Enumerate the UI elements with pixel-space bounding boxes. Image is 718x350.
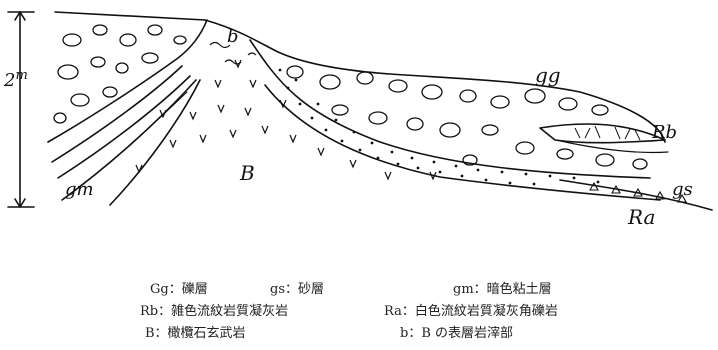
gravel-clasts <box>53 24 648 170</box>
ra-boundary-line <box>559 179 713 211</box>
basalt-v-marks <box>135 59 437 181</box>
scale-label: 2m <box>3 68 28 91</box>
rb-tuff-lens <box>539 123 666 144</box>
scale-bar <box>7 11 35 208</box>
scoria-squiggles <box>209 41 257 65</box>
label-gs: gs <box>672 179 693 200</box>
label-Ra: Ra <box>627 205 655 229</box>
label-B: B <box>239 161 255 185</box>
legend-b-scoria: b：B の表層岩滓部 <box>400 326 514 341</box>
legend-ra: Ra：白色流紋岩質凝灰角礫岩 <box>384 304 558 319</box>
ra-breccia-triangles <box>589 181 687 203</box>
label-Rb: Rb <box>651 122 677 143</box>
sand-base-line <box>264 84 661 201</box>
legend-gg: Gg：礫層 <box>150 282 208 297</box>
gravel-base-line <box>249 39 651 179</box>
rb-hatching <box>574 125 641 141</box>
legend-gm: gm：暗色粘土層 <box>453 282 552 297</box>
geologic-cross-section: 2m gg gm B b Rb gs Ra <box>3 11 713 229</box>
legend-gs: gs：砂層 <box>270 282 324 297</box>
label-gg: gg <box>535 63 561 87</box>
legend-rb: Rb：雑色流紋岩質凝灰岩 <box>140 304 289 319</box>
label-gm: gm <box>65 179 94 200</box>
ground-surface-line <box>54 11 666 143</box>
gm-clay-layer <box>47 19 208 206</box>
label-b: b <box>227 26 239 47</box>
sand-dots <box>278 68 600 186</box>
legend-b-basalt: B：橄欖石玄武岩 <box>145 326 246 341</box>
legend: Gg：礫層 gs：砂層 gm：暗色粘土層 Rb：雑色流紋岩質凝灰岩 Ra：白色流… <box>0 270 718 350</box>
